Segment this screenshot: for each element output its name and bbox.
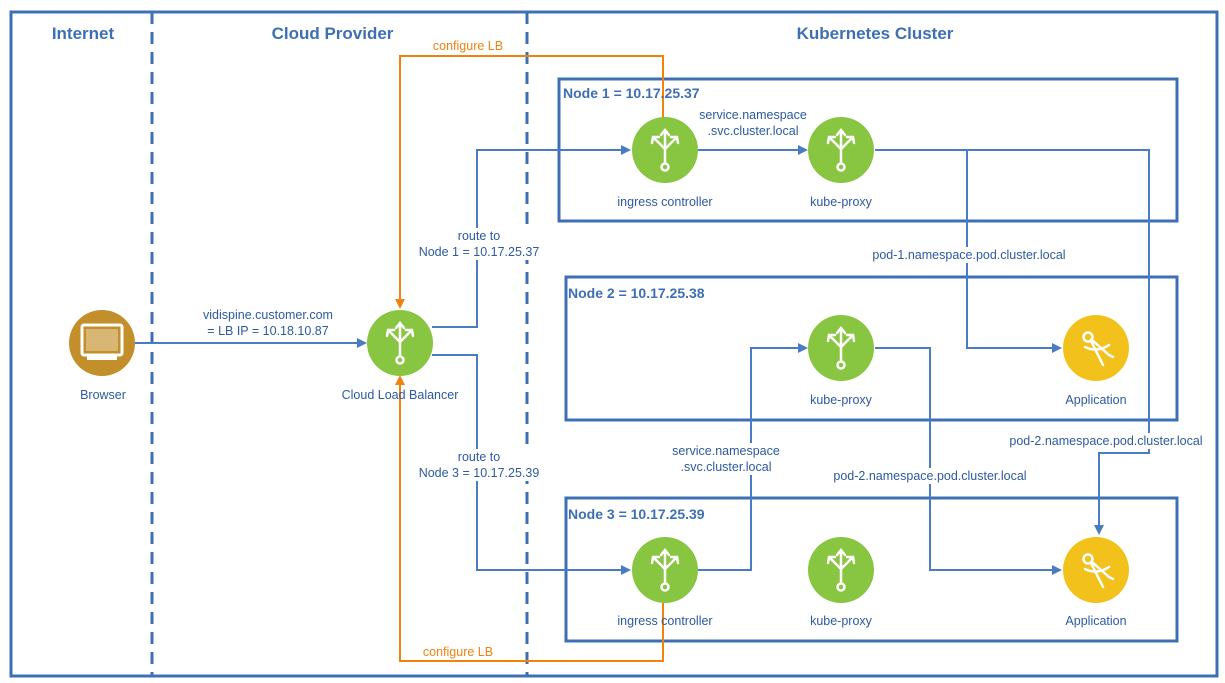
route-node3-label: route to Node 3 = 10.17.25.39 [404,449,554,481]
application-node3[interactable] [1063,537,1129,603]
svc-node1-label: service.namespace .svc.cluster.local [688,107,818,139]
pod2-edge-label-b: pod-2.namespace.pod.cluster.local [822,468,1038,484]
node2-box [564,275,1179,422]
configure-lb-top-label: configure LB [420,38,516,54]
cloud-lb-label: Cloud Load Balancer [341,388,459,402]
svc-node3-line2: .svc.cluster.local [680,460,772,474]
ingress-controller-1-node[interactable] [632,117,698,183]
browser-label: Browser [80,388,126,402]
zone-kubernetes-title: Kubernetes Cluster [796,24,954,43]
kubeproxy2-to-app3-arrow [875,347,1062,575]
route-node3-line2: Node 3 = 10.17.25.39 [418,466,540,480]
kube-proxy-2-node[interactable] [808,315,874,381]
cloud-lb-node[interactable] [367,310,433,376]
ingress1-label: ingress controller [617,195,713,209]
route-node1-line2: Node 1 = 10.17.25.37 [418,245,540,259]
outer-frame [9,10,1219,678]
network-split-icon [385,320,415,365]
route-node1-label: route to Node 1 = 10.17.25.37 [404,228,554,260]
configure-lb-top-arrow [395,55,664,309]
svc-node3-label: service.namespace .svc.cluster.local [661,443,791,475]
configure-lb-bottom-arrow [395,375,664,662]
pod1-edge-label: pod-1.namespace.pod.cluster.local [861,247,1077,263]
browser-lb-edge-line1: vidispine.customer.com [203,308,333,322]
ingress-controller-3-node[interactable] [632,537,698,603]
route-node1-line1: route to [457,229,501,243]
pod2-edge-label-a: pod-2.namespace.pod.cluster.local [998,433,1214,449]
compass-icon [1082,331,1115,367]
svc-node3-line1: service.namespace [672,444,780,458]
application3-label: Application [1065,614,1127,628]
browser-node[interactable] [69,310,135,376]
browser-lb-edge-label: vidispine.customer.com = LB IP = 10.18.1… [168,307,368,339]
node1-title: Node 1 = 10.17.25.37 [563,85,700,101]
ingress3-label: ingress controller [617,614,713,628]
network-split-icon [826,127,856,172]
network-split-icon [826,325,856,370]
monitor-icon [80,323,124,360]
kube-proxy-1-node[interactable] [808,117,874,183]
node3-title: Node 3 = 10.17.25.39 [568,506,705,522]
kubeproxy1-to-app3-arrow [875,149,1150,535]
network-split-icon [826,547,856,592]
network-split-icon [650,127,680,172]
application2-label: Application [1065,393,1127,407]
route-node3-line1: route to [457,450,501,464]
svc-node1-line2: .svc.cluster.local [707,124,799,138]
compass-icon [1082,553,1115,589]
svc-node1-line1: service.namespace [699,108,807,122]
kubeproxy3-label: kube-proxy [810,614,872,628]
kubeproxy1-label: kube-proxy [810,195,872,209]
application-node2[interactable] [1063,315,1129,381]
kube-proxy-3-node[interactable] [808,537,874,603]
network-split-icon [650,547,680,592]
zone-internet-title: Internet [51,24,115,43]
kubeproxy2-label: kube-proxy [810,393,872,407]
node2-title: Node 2 = 10.17.25.38 [568,285,705,301]
configure-lb-bottom-label: configure LB [410,644,506,660]
browser-lb-edge-line2: = LB IP = 10.18.10.87 [207,324,329,338]
zone-cloud-provider-title: Cloud Provider [271,24,394,43]
